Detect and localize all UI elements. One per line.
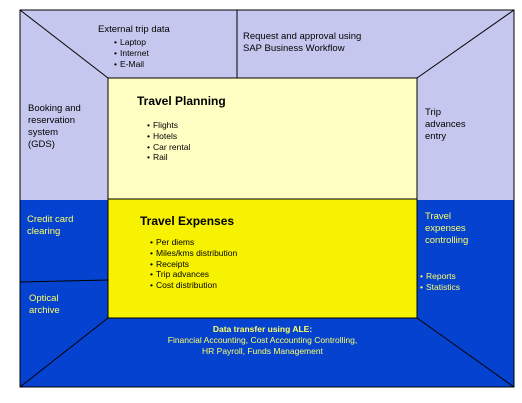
list-item: Trip advances xyxy=(150,269,237,280)
workflow-line-2: SAP Business Workflow xyxy=(243,43,345,54)
booking-line-2: reservation xyxy=(28,115,75,126)
credit-card-line-1: Credit card xyxy=(27,214,74,225)
controlling-line-2: expenses xyxy=(425,223,466,234)
list-item: Car rental xyxy=(147,142,226,153)
expenses-list: Per diems Miles/kms distribution Receipt… xyxy=(150,237,237,291)
planning-list: Flights Hotels Car rental Rail xyxy=(147,120,226,163)
workflow-line-1: Request and approval using xyxy=(243,31,362,42)
trip-advances-label: Trip advances entry xyxy=(425,107,466,143)
diagonal-bottom-left xyxy=(19,317,109,388)
credit-card-line-2: clearing xyxy=(27,226,61,237)
diagonal-top-left xyxy=(19,9,109,79)
list-item: Per diems xyxy=(150,237,237,248)
controlling-label: Travel expenses controlling xyxy=(425,211,468,247)
booking-line-1: Booking and xyxy=(28,103,81,114)
booking-label: Booking and reservation system (GDS) xyxy=(28,103,81,151)
credit-card-label: Credit card clearing xyxy=(27,214,73,238)
optical-archive-line-2: archive xyxy=(29,305,60,316)
expenses-content: Travel Expenses Per diems Miles/kms dist… xyxy=(140,214,237,291)
ale-transfer-line-3: HR Payroll, Funds Management xyxy=(202,346,323,356)
controlling-list: Reports Statistics xyxy=(420,271,460,293)
list-item: Miles/kms distribution xyxy=(150,248,237,259)
list-item: Hotels xyxy=(147,131,226,142)
list-item: Laptop xyxy=(114,37,170,48)
diagonal-top-right xyxy=(416,9,515,79)
list-item: Rail xyxy=(147,152,226,163)
booking-line-3: system xyxy=(28,127,59,138)
expenses-title: Travel Expenses xyxy=(140,214,235,228)
trip-advances-line-3: entry xyxy=(425,131,447,142)
trip-advances-line-2: advances xyxy=(425,119,466,130)
workflow-label: Request and approval using SAP Business … xyxy=(243,31,361,55)
list-item: E-Mail xyxy=(114,59,170,70)
list-item: Cost distribution xyxy=(150,280,237,291)
list-item: Reports xyxy=(420,271,460,282)
list-item: Receipts xyxy=(150,259,237,270)
external-trip-data-list: Laptop Internet E-Mail xyxy=(114,37,170,69)
left-divider xyxy=(19,279,109,283)
optical-archive-line-1: Optical xyxy=(29,293,59,304)
ale-transfer-label: Data transfer using ALE: Financial Accou… xyxy=(108,324,417,357)
planning-content: Travel Planning Flights Hotels Car renta… xyxy=(137,94,226,163)
external-trip-data-label: External trip data Laptop Internet E-Mai… xyxy=(98,24,170,69)
optical-archive-label: Optical archive xyxy=(29,293,60,317)
list-item: Statistics xyxy=(420,282,460,293)
controlling-line-1: Travel xyxy=(425,211,452,222)
ale-transfer-line-2: Financial Accounting, Cost Accounting Co… xyxy=(167,335,358,345)
diagonal-bottom-right xyxy=(416,317,515,388)
list-item: Internet xyxy=(114,48,170,59)
list-item: Flights xyxy=(147,120,226,131)
outer-border xyxy=(19,9,515,388)
controlling-line-3: controlling xyxy=(425,235,469,246)
booking-line-4: (GDS) xyxy=(28,139,55,150)
ale-transfer-heading: Data transfer using ALE: xyxy=(212,324,313,334)
planning-title: Travel Planning xyxy=(137,94,226,108)
trip-advances-line-1: Trip xyxy=(425,107,442,118)
external-trip-data-heading: External trip data xyxy=(98,24,170,35)
